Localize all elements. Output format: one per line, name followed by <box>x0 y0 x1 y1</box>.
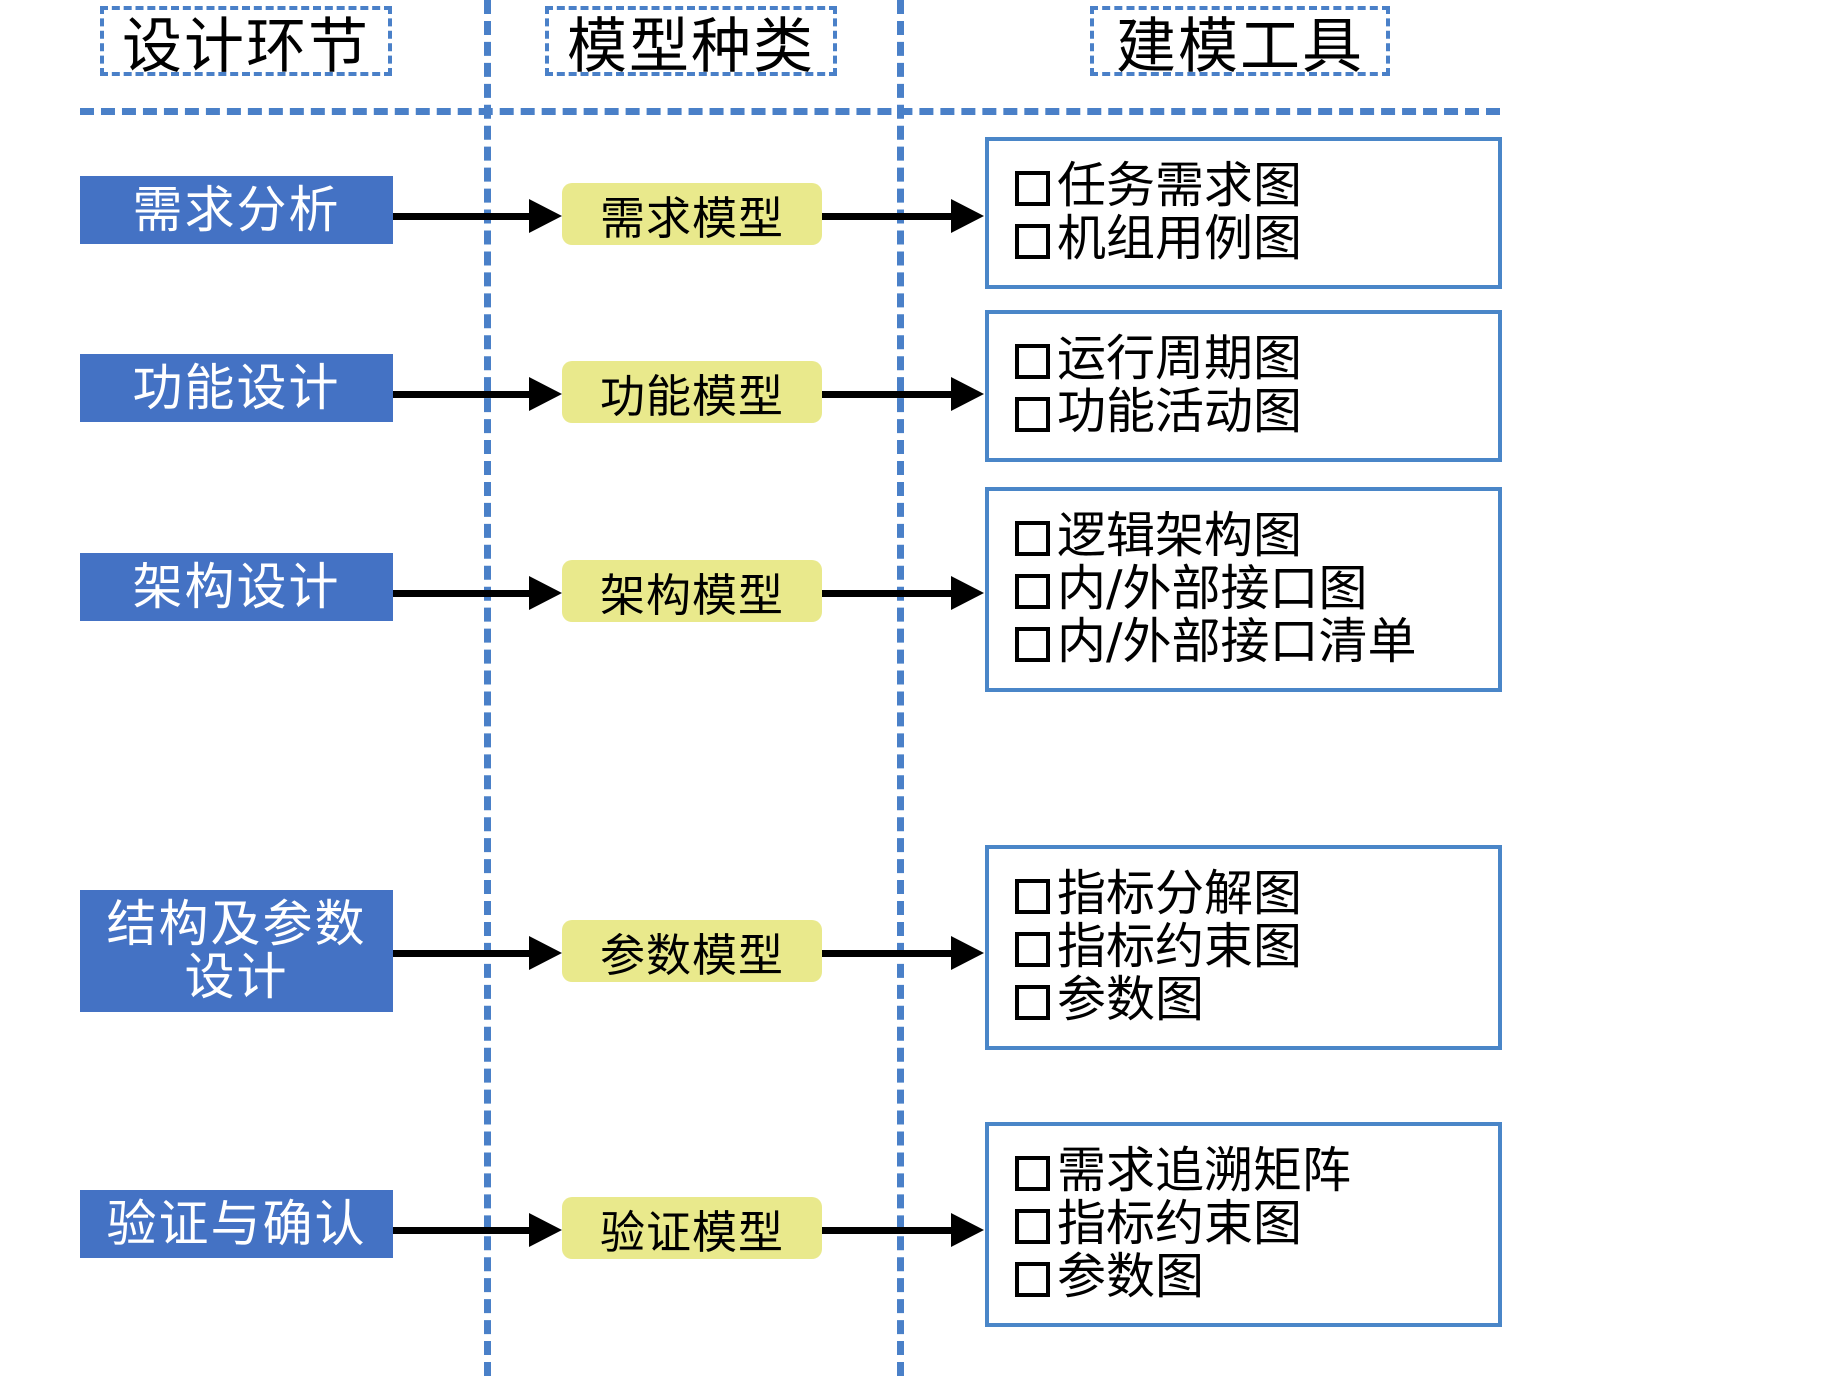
checkbox-icon[interactable] <box>1015 879 1050 915</box>
column-header-model-type: 模型种类 <box>545 6 837 82</box>
checkbox-icon[interactable] <box>1015 521 1050 557</box>
checkbox-icon[interactable] <box>1015 1261 1050 1297</box>
tool-label: 逻辑架构图 <box>1057 507 1303 565</box>
tool-label: 运行周期图 <box>1057 330 1303 388</box>
stage-box-3[interactable]: 架构设计 <box>80 553 393 621</box>
checkbox-icon[interactable] <box>1015 396 1050 432</box>
tool-item: 需求追溯矩阵 <box>1015 1142 1498 1200</box>
tool-item: 内/外部接口清单 <box>1015 612 1498 670</box>
checkbox-icon[interactable] <box>1015 1156 1050 1192</box>
model-box-2[interactable]: 功能模型 <box>562 361 822 423</box>
column-header-label: 设计环节 <box>122 11 370 82</box>
stage-box-1[interactable]: 需求分析 <box>80 176 393 244</box>
horizontal-divider <box>80 108 1500 115</box>
tool-label: 内/外部接口图 <box>1057 560 1368 618</box>
checkbox-icon[interactable] <box>1015 984 1050 1020</box>
vertical-divider-right <box>897 0 904 1376</box>
tool-label: 需求追溯矩阵 <box>1057 1142 1352 1200</box>
tool-label: 指标约束图 <box>1057 1195 1303 1253</box>
tool-label: 指标分解图 <box>1057 865 1303 923</box>
tool-item: 任务需求图 <box>1015 157 1498 215</box>
stage-box-5[interactable]: 验证与确认 <box>80 1190 393 1258</box>
tool-item: 参数图 <box>1015 970 1498 1028</box>
checkbox-icon[interactable] <box>1015 223 1050 259</box>
checkbox-icon[interactable] <box>1015 344 1050 380</box>
checkbox-icon[interactable] <box>1015 574 1050 609</box>
column-header-design-stage: 设计环节 <box>100 6 392 82</box>
model-box-1[interactable]: 需求模型 <box>562 183 822 245</box>
column-header-label: 模型种类 <box>567 11 815 82</box>
stage-box-4[interactable]: 结构及参数 设计 <box>80 890 393 1012</box>
tool-label: 指标约束图 <box>1057 918 1303 976</box>
stage-box-2[interactable]: 功能设计 <box>80 354 393 422</box>
tool-item: 内/外部接口图 <box>1015 560 1498 618</box>
checkbox-icon[interactable] <box>1015 932 1050 967</box>
tool-label: 参数图 <box>1057 1247 1205 1305</box>
model-box-5[interactable]: 验证模型 <box>562 1197 822 1259</box>
tool-item: 参数图 <box>1015 1247 1498 1305</box>
column-header-label: 建模工具 <box>1116 11 1364 82</box>
checkbox-icon[interactable] <box>1015 171 1050 207</box>
tool-item: 机组用例图 <box>1015 210 1498 267</box>
tool-label: 机组用例图 <box>1057 210 1303 267</box>
tool-item: 功能活动图 <box>1015 383 1498 440</box>
model-box-4[interactable]: 参数模型 <box>562 920 822 982</box>
tools-box-4[interactable]: 指标分解图 指标约束图 参数图 <box>985 845 1502 1050</box>
checkbox-icon[interactable] <box>1015 1209 1050 1244</box>
tool-label: 任务需求图 <box>1057 157 1303 215</box>
tool-item: 指标约束图 <box>1015 1195 1498 1253</box>
tool-label: 参数图 <box>1057 970 1205 1028</box>
checkbox-icon[interactable] <box>1015 626 1050 662</box>
tool-item: 运行周期图 <box>1015 330 1498 388</box>
tool-item: 指标约束图 <box>1015 918 1498 976</box>
tool-label: 内/外部接口清单 <box>1057 612 1417 670</box>
model-box-3[interactable]: 架构模型 <box>562 560 822 622</box>
tools-box-5[interactable]: 需求追溯矩阵 指标约束图 参数图 <box>985 1122 1502 1327</box>
tool-label: 功能活动图 <box>1057 383 1303 440</box>
tool-item: 指标分解图 <box>1015 865 1498 923</box>
vertical-divider-left <box>484 0 491 1376</box>
tools-box-1[interactable]: 任务需求图 机组用例图 <box>985 137 1502 289</box>
tool-item: 逻辑架构图 <box>1015 507 1498 565</box>
tools-box-3[interactable]: 逻辑架构图 内/外部接口图 内/外部接口清单 <box>985 487 1502 692</box>
column-header-modeling-tool: 建模工具 <box>1090 6 1390 82</box>
tools-box-2[interactable]: 运行周期图 功能活动图 <box>985 310 1502 462</box>
